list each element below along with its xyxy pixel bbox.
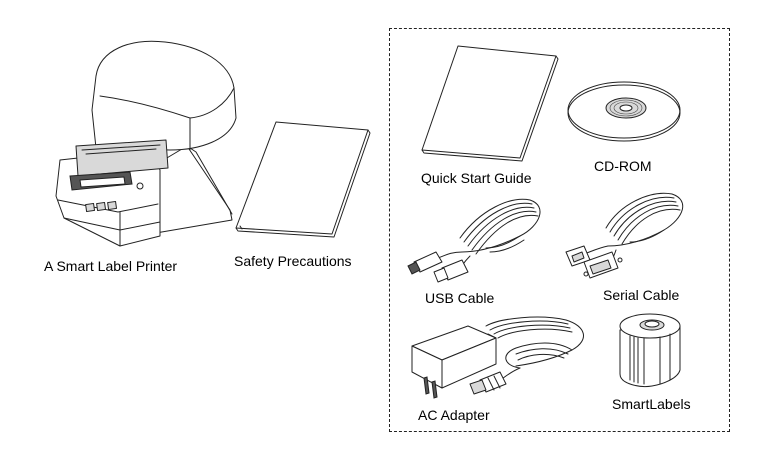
booklet-icon <box>421 45 559 162</box>
power-adapter-icon <box>411 316 584 399</box>
booklet-icon <box>235 121 371 238</box>
accessories-box <box>389 28 730 432</box>
usb-cable-label: USB Cable <box>425 290 495 306</box>
serial-cable-icon <box>565 192 684 279</box>
serial-cable-label: Serial Cable <box>603 287 680 303</box>
label-roll-icon <box>619 313 681 387</box>
disc-icon <box>567 81 681 142</box>
smartlabels-label: SmartLabels <box>612 396 691 412</box>
label-printer-icon <box>55 40 237 247</box>
usb-cable-icon <box>407 198 541 283</box>
printer-label: A Smart Label Printer <box>44 258 178 274</box>
ac-adapter-label: AC Adapter <box>418 407 490 423</box>
quick-start-guide-label: Quick Start Guide <box>421 170 532 186</box>
safety-precautions-label: Safety Precautions <box>234 253 352 269</box>
cd-rom-label: CD-ROM <box>594 158 652 174</box>
